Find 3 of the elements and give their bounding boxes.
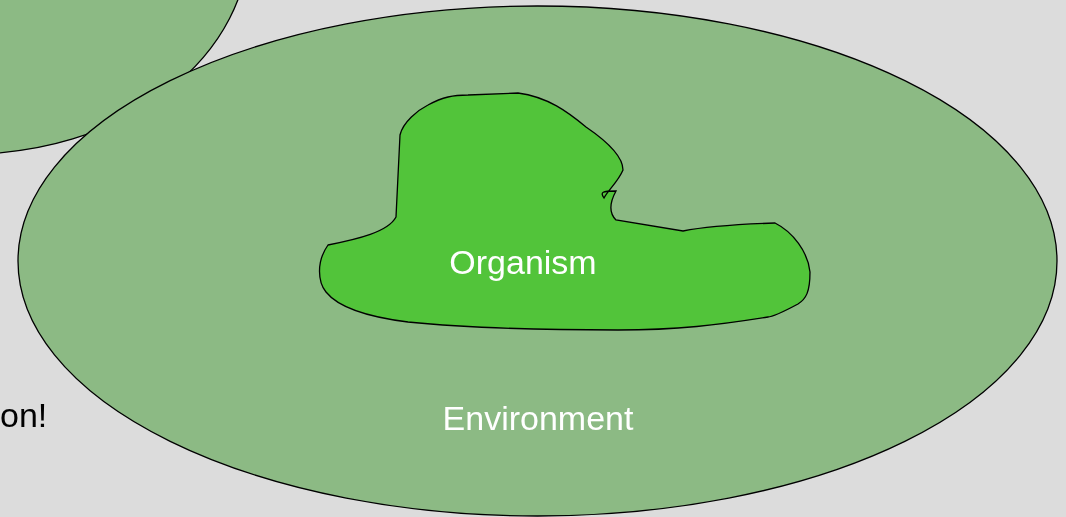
shape-label: Environment: [442, 401, 634, 435]
shape-label: Organism: [449, 245, 597, 279]
text-fragment: on!: [0, 398, 48, 432]
